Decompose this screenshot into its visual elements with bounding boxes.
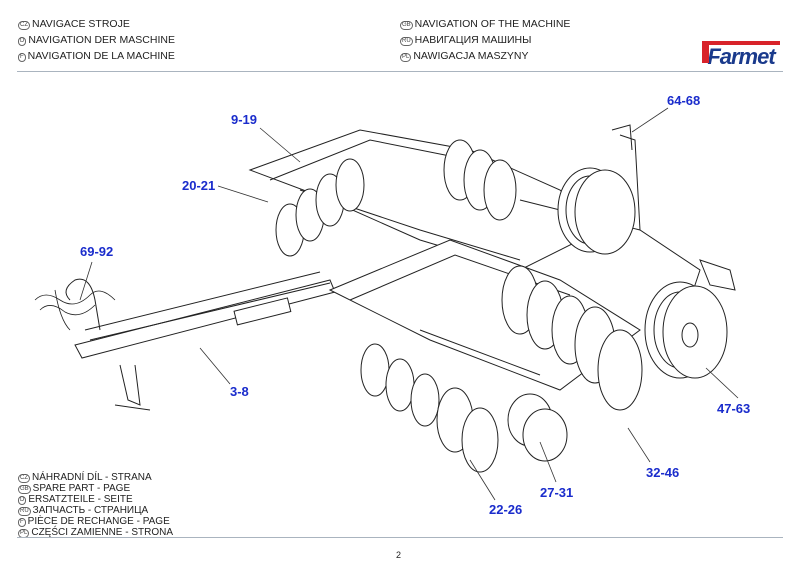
leader-lines (79, 107, 739, 501)
callout-20-21[interactable]: 20-21 (182, 178, 216, 193)
footer-divider (17, 537, 783, 538)
page-number: 2 (396, 550, 402, 560)
disc-row-front (275, 158, 499, 473)
callout-3-8[interactable]: 3-8 (230, 384, 249, 399)
farmet-logo: Farmet (702, 41, 780, 66)
hoses (34, 289, 116, 331)
callout-47-63[interactable]: 47-63 (717, 401, 751, 416)
callout-22-26[interactable]: 22-26 (489, 502, 523, 517)
packer-rollers (443, 139, 643, 462)
callout-9-19[interactable]: 9-19 (231, 112, 258, 127)
callout-27-31[interactable]: 27-31 (540, 485, 574, 500)
callout-64-68[interactable]: 64-68 (667, 93, 701, 108)
callout-69-92[interactable]: 69-92 (80, 244, 114, 259)
svg-text:Farmet: Farmet (707, 44, 777, 66)
transport-wheels (557, 167, 736, 379)
drawbar (65, 271, 336, 411)
callout-32-46[interactable]: 32-46 (646, 465, 680, 480)
header-divider (17, 71, 783, 72)
